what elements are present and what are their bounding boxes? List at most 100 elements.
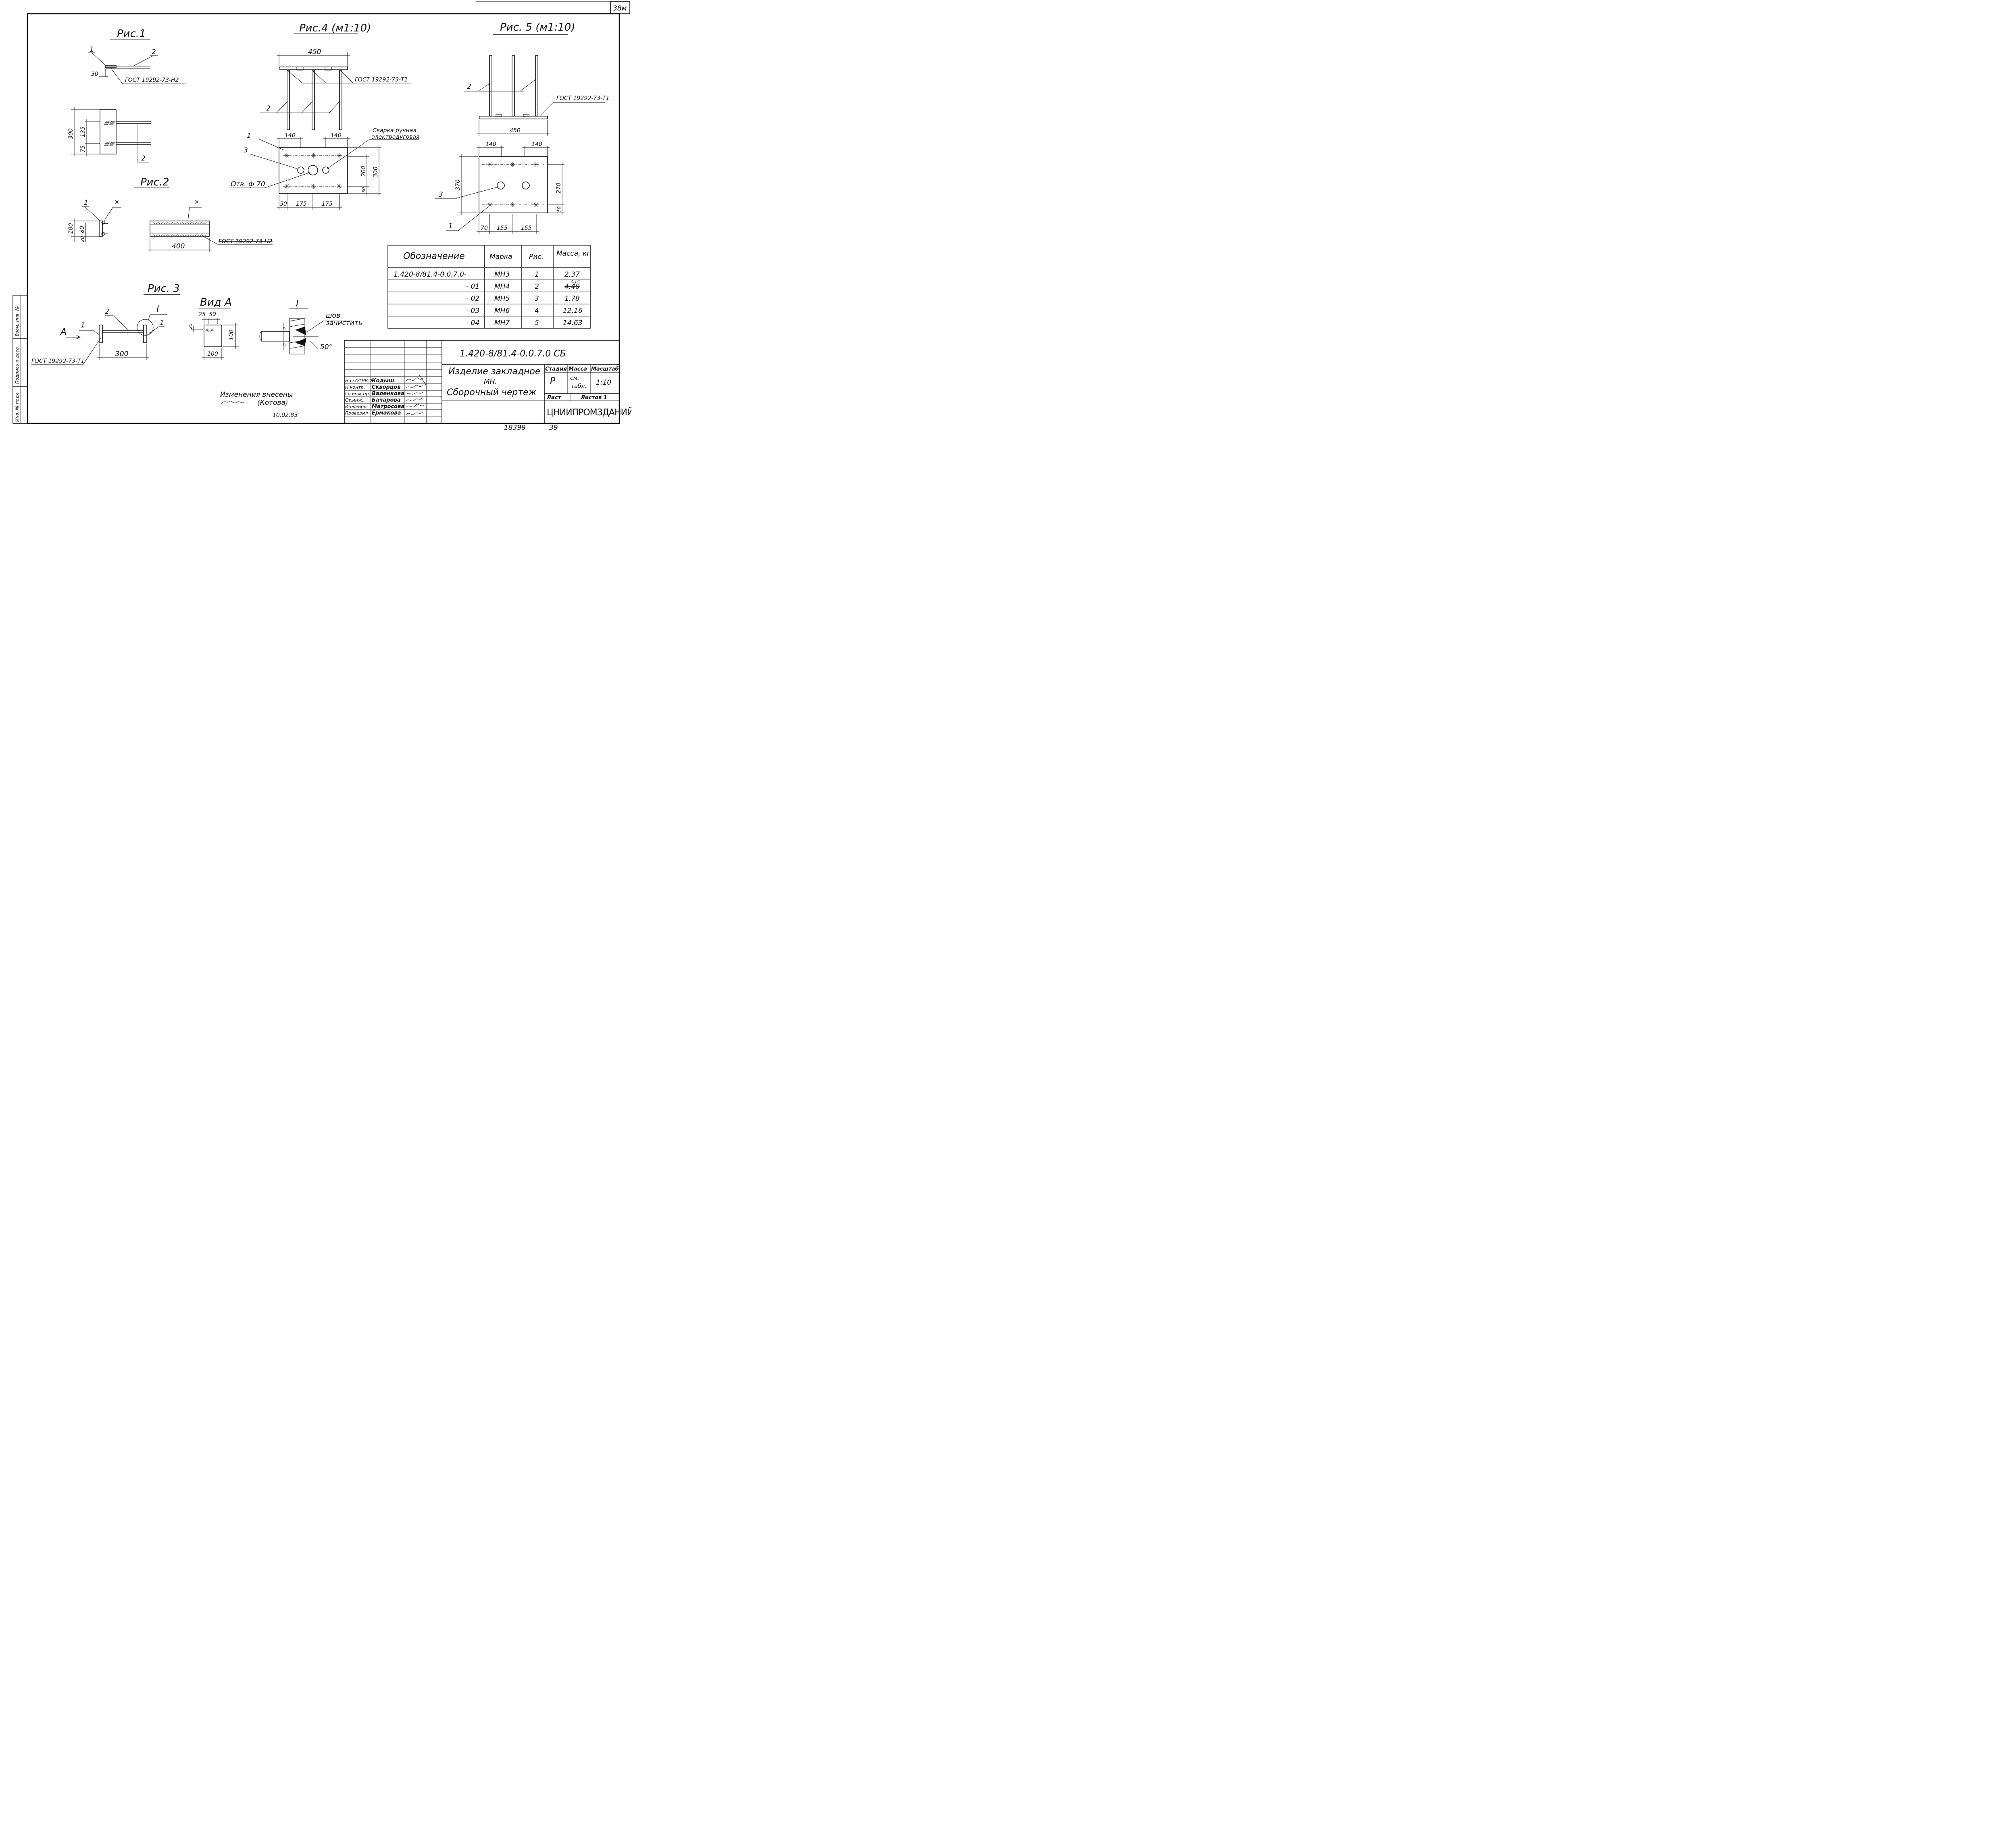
fig1-title: Рис.1 [117,28,146,40]
svg-text:✕: ✕ [194,199,199,206]
detail-i-dim-2a: 2 [282,327,287,330]
fig2-label-1: 1 [84,199,88,207]
tb-role-3: Гл.инж.пр. [345,391,370,396]
fig4-title: Рис.4 (м1:10) [299,22,371,34]
fig4-dim-140a: 140 [285,132,296,139]
changes-date: 10.02.83 [273,412,298,419]
spec-row-1-designation: 1.420-8/81.4-0.0.7.0- [394,271,467,279]
spec-row-5-fig: 5 [535,319,539,327]
fig5-dim-270: 270 [556,183,562,194]
svg-text:ᚎᚎ: ᚎᚎ [104,141,115,146]
view-a-dim-50: 50 [209,311,216,318]
tb-name-4: Бачарова [372,397,401,403]
spec-row-1-mark: МН3 [494,271,510,279]
svg-text:✕: ✕ [115,199,119,206]
fig5-dim-70: 70 [481,225,488,231]
fig1-dim-135: 135 [80,126,86,137]
svg-text:ᚎᚎ: ᚎᚎ [104,120,115,125]
fig4-label-2: 2 [266,104,271,113]
spec-row-5-mass: 14.63 [563,319,583,327]
fig2-dim-20: 20 [80,236,85,242]
fig5-dim-370: 370 [455,179,461,190]
spec-row-3-mass: 1.78 [564,295,580,303]
svg-text:✳: ✳ [533,161,539,169]
fig2-title: Рис.2 [140,176,169,188]
fig2-dim-100: 100 [68,223,74,234]
fig1-label-1: 1 [90,46,94,54]
corner-number-box [610,1,630,14]
spec-row-3-designation: - 02 [466,295,479,303]
fig5-label-1: 1 [448,222,453,230]
tb-role-2: Н.контр. [345,385,365,390]
spec-row-2-fig: 2 [535,283,539,291]
spec-row-5-mark: МН7 [494,319,510,327]
tb-stage-value: Р [550,376,556,386]
fig5-dim-140b: 140 [531,141,542,148]
fig3-dim-300: 300 [115,350,128,358]
figure-3: Рис. 3 А 1 2 I 1 300 ГОСТ 19292-73-Т1 [31,283,180,365]
fig4-dim-450: 450 [308,48,321,56]
signature-2 [406,385,423,388]
project-number: 18399 [504,424,526,432]
fig3-label-A: А [60,327,67,337]
drawing-sheet: 38м Инв. № подл. Подпись и дата Взам. ин… [0,0,631,432]
tb-name-2: Скворцов [372,384,401,390]
changes-note: Изменения внесены (Котова) 10.02.83 [220,391,298,419]
spec-header-mass: Масса, кг [556,250,590,258]
spec-row-3-mark: МН5 [494,295,510,303]
fig4-weld-2: электродуговая [372,134,419,140]
spec-row-3-fig: 3 [535,295,539,303]
spec-row-4-mark: МН6 [494,307,510,315]
fig4-dim-300: 300 [373,167,379,177]
changes-signature [221,401,244,405]
fig3-label-1a: 1 [81,321,85,329]
sheet-frame [27,13,620,424]
detail-i-angle: 50° [320,343,332,351]
fig3-title: Рис. 3 [148,283,180,295]
tb-role-4: Ст.инж. [345,398,363,403]
view-a-dim-25b: 25 [188,323,193,329]
detail-i-note-1: шов [326,312,340,320]
fig4-dim-200: 200 [360,166,367,177]
fig4-dim-50: 50 [280,201,287,207]
spec-row-1-mass: 2,37 [564,271,580,279]
tb-mass-value-1: см. [570,375,579,381]
spec-row-4-fig: 4 [535,307,539,315]
svg-text:✳✳: ✳✳ [205,327,214,334]
fig4-gost: ГОСТ 19292-73-Т1 [355,77,408,83]
fig1-label-2: 2 [152,48,156,56]
fig5-dim-155b: 155 [521,225,532,231]
signature-3 [406,392,424,395]
tb-name-1: Кодыш [372,378,394,384]
spec-row-4-mass: 12,16 [563,307,583,315]
fig1-dim-30: 30 [91,71,98,77]
fig1-dim-75: 75 [80,145,86,152]
fig2-dim-400: 400 [172,242,185,250]
spec-row-2-mark: МН4 [494,283,510,291]
spec-row-1-fig: 1 [535,271,539,279]
fig5-label-3: 3 [439,191,443,199]
fig3-gost: ГОСТ 19292-73-Т1 [31,358,85,365]
fig1-gost: ГОСТ 19292-73-Н2 [125,77,179,83]
svg-text:✳: ✳ [284,152,289,160]
drawing-canvas: 38м Инв. № подл. Подпись и дата Взам. ин… [12,1,631,432]
fig5-title: Рис. 5 (м1:10) [500,21,575,33]
fig4-dim-50v: 50 [361,187,367,193]
signature-4 [406,397,423,402]
svg-text:✳: ✳ [510,201,515,209]
fig1-label-2b: 2 [141,154,146,163]
figure-1: Рис.1 1 2 30 ГОСТ 19292-73-Н2 ᚎᚎ ᚎᚎ 300 … [68,28,185,163]
fig4-label-1: 1 [247,132,251,140]
fig2-gost: ГОСТ 19292-73-Н2 [219,238,273,245]
fig4-dim-140b: 140 [331,132,342,139]
detail-i-title: I [296,299,299,309]
tb-role-1: Нач.ОТНК-2 [345,378,372,383]
changes-line2: (Котова) [257,399,288,407]
svg-text:✳: ✳ [533,201,539,209]
tb-mass-label: Масса [569,366,587,372]
svg-text:✳: ✳ [310,183,316,191]
svg-text:✳: ✳ [284,183,289,191]
fig4-hole: Отв. ф 70 [231,180,265,188]
svg-text:✳: ✳ [487,201,493,209]
fig1-dim-300: 300 [68,128,74,139]
